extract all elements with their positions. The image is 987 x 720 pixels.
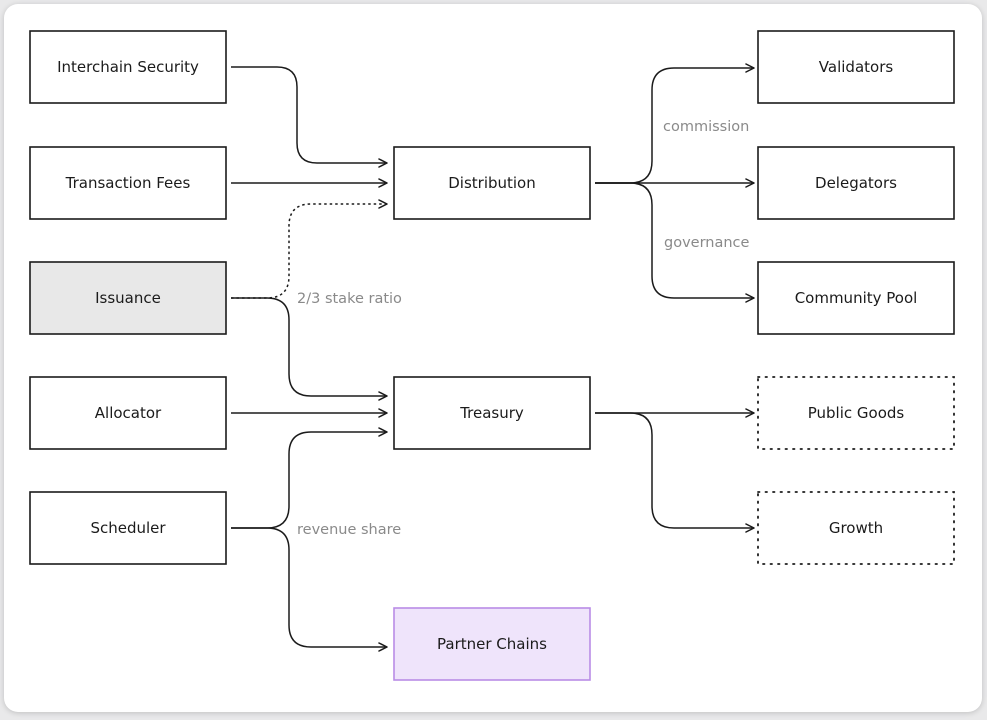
flow-diagram: commission governance 2/3 stake ratio re…: [29, 30, 955, 681]
edge-issuance-to-treasury: [231, 297, 388, 401]
node-label: Issuance: [95, 289, 161, 307]
node-validators: Validators: [757, 30, 955, 104]
node-label: Public Goods: [808, 404, 905, 422]
node-label: Transaction Fees: [65, 174, 191, 192]
node-label: Community Pool: [795, 289, 918, 307]
node-label: Treasury: [459, 404, 524, 422]
edge-distribution-to-community-pool: [595, 182, 755, 303]
diagram-card: commission governance 2/3 stake ratio re…: [4, 4, 982, 712]
node-label: Partner Chains: [437, 635, 547, 653]
node-growth: Growth: [757, 491, 955, 565]
edge-label-commission: commission: [663, 119, 749, 135]
edge-label-governance: governance: [664, 235, 750, 251]
node-treasury: Treasury: [393, 376, 591, 450]
node-label: Delegators: [815, 174, 897, 192]
node-label: Scheduler: [90, 519, 166, 537]
edge-treasury-to-growth: [595, 412, 755, 533]
node-interchain-security: Interchain Security: [29, 30, 227, 104]
edge-scheduler-to-partner-chains: [231, 527, 388, 652]
edge-issuance-to-distribution: [231, 199, 388, 299]
node-distribution: Distribution: [393, 146, 591, 220]
node-allocator: Allocator: [29, 376, 227, 450]
node-community-pool: Community Pool: [757, 261, 955, 335]
edge-scheduler-to-treasury: [231, 427, 388, 529]
node-label: Allocator: [95, 404, 162, 422]
node-label: Growth: [829, 519, 883, 537]
node-label: Interchain Security: [57, 58, 199, 76]
node-public-goods: Public Goods: [757, 376, 955, 450]
node-label: Distribution: [448, 174, 536, 192]
node-label: Validators: [819, 58, 894, 76]
node-partner-chains: Partner Chains: [393, 607, 591, 681]
edge-interchain-security-to-distribution: [231, 66, 388, 168]
node-scheduler: Scheduler: [29, 491, 227, 565]
edge-label-stake-ratio: 2/3 stake ratio: [297, 291, 402, 307]
node-delegators: Delegators: [757, 146, 955, 220]
edge-label-revenue-share: revenue share: [297, 522, 401, 538]
node-issuance: Issuance: [29, 261, 227, 335]
node-transaction-fees: Transaction Fees: [29, 146, 227, 220]
edge-distribution-to-validators: [595, 63, 755, 184]
